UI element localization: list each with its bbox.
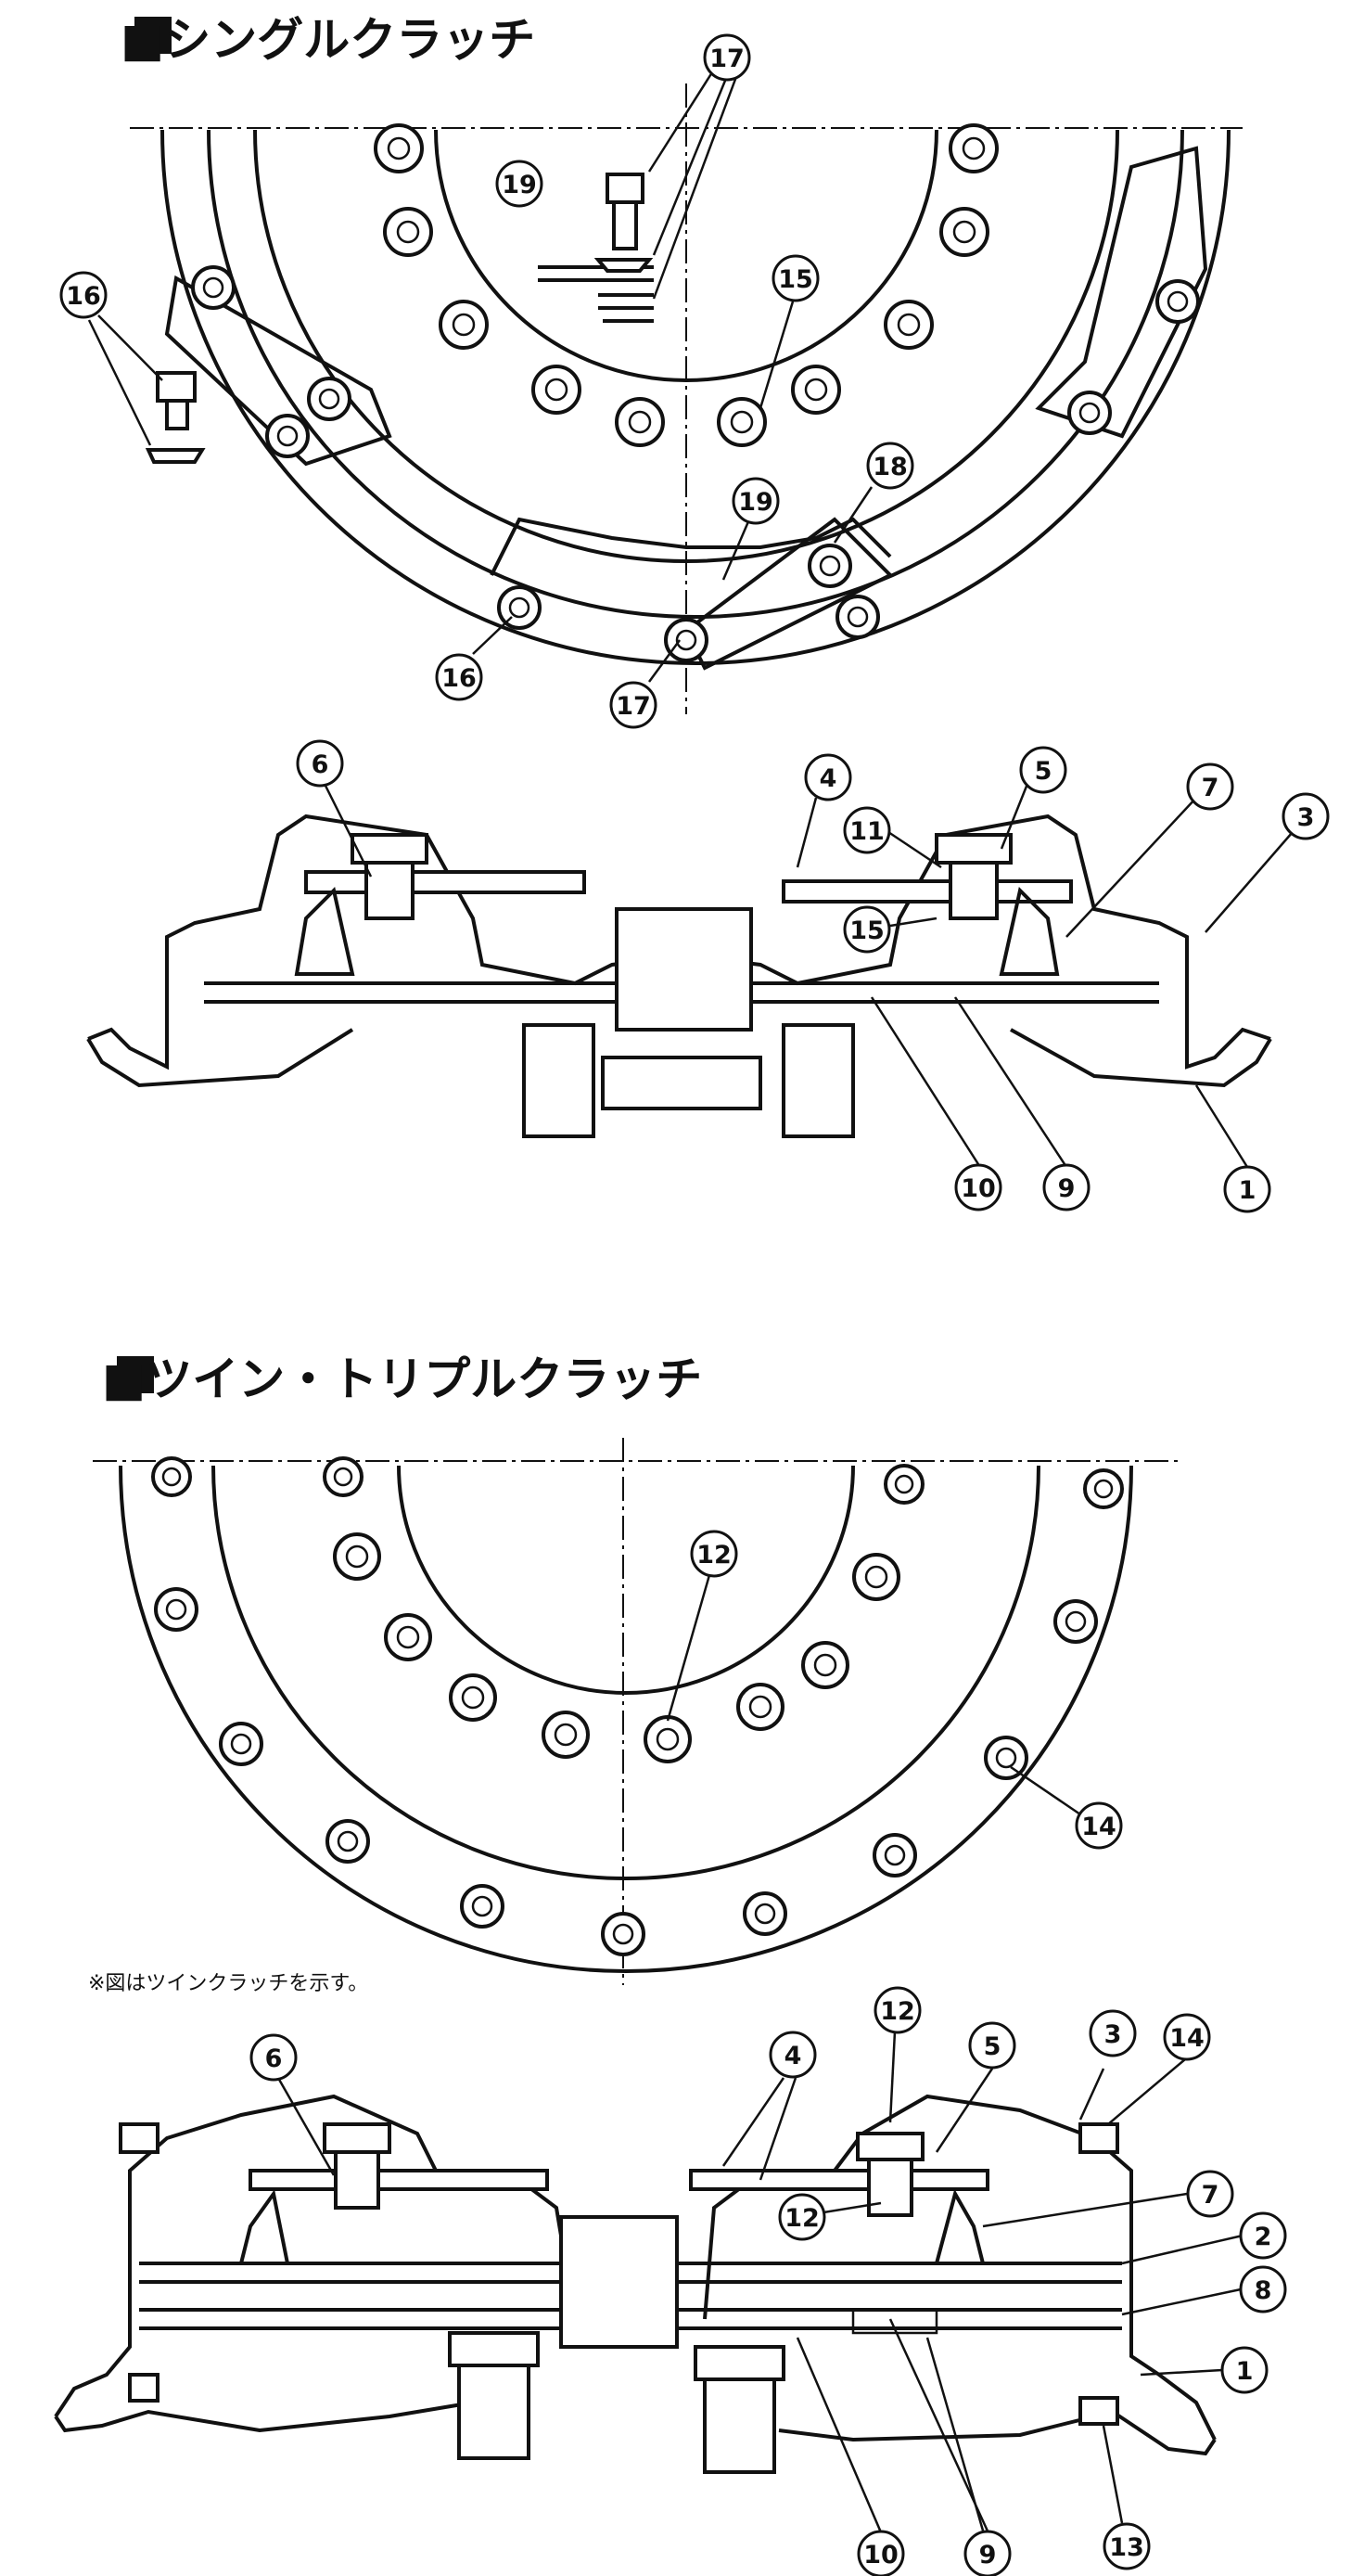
leaders-single-top [87, 71, 874, 683]
svg-text:9: 9 [979, 2541, 997, 2570]
leaders-twin-section [276, 2031, 1244, 2538]
callout-4: 4 [769, 2031, 817, 2079]
callout-14: 14 [1075, 1801, 1123, 1850]
leader-14 [1010, 1765, 1084, 1818]
callout-14: 14 [1163, 2013, 1211, 2061]
twin-clutch-top-view [93, 1438, 1178, 1985]
svg-text:10: 10 [961, 1174, 996, 1203]
svg-text:6: 6 [265, 2044, 283, 2073]
callout-9: 9 [963, 2530, 1012, 2576]
callout-2: 2 [1239, 2211, 1287, 2260]
callout-10: 10 [857, 2530, 905, 2576]
callout-10: 10 [954, 1163, 1002, 1211]
svg-text:4: 4 [820, 764, 837, 793]
callout-17: 17 [609, 681, 657, 729]
svg-text:11: 11 [849, 817, 885, 846]
leaders-single-section [323, 778, 1299, 1168]
svg-text:14: 14 [1081, 1813, 1116, 1841]
svg-text:15: 15 [849, 916, 885, 945]
svg-text:4: 4 [784, 2042, 802, 2070]
callout-4: 4 [804, 753, 852, 801]
callout-16: 16 [435, 653, 483, 701]
svg-text:14: 14 [1169, 2024, 1205, 2053]
svg-text:1: 1 [1239, 1176, 1256, 1205]
callout-1: 1 [1220, 2346, 1269, 2394]
svg-text:17: 17 [616, 692, 651, 721]
svg-text:12: 12 [784, 2204, 820, 2233]
svg-text:9: 9 [1058, 1174, 1076, 1203]
callout-12: 12 [874, 1986, 922, 2034]
svg-text:3: 3 [1297, 803, 1315, 832]
svg-text:3: 3 [1104, 2020, 1122, 2049]
callout-7: 7 [1186, 2170, 1234, 2218]
svg-text:16: 16 [66, 282, 101, 311]
svg-text:15: 15 [778, 265, 813, 294]
callout-1: 1 [1223, 1165, 1271, 1213]
twin-clutch-cross-section [54, 2094, 1217, 2474]
single-clutch-cross-section [86, 814, 1272, 1138]
figure-note: ※図はツインクラッチを示す。 [88, 1972, 368, 1995]
title-twin-triple-clutch: ■ツイン・トリプルクラッチ [102, 1352, 702, 1406]
callout-5: 5 [968, 2021, 1016, 2070]
callout-9: 9 [1042, 1163, 1091, 1211]
svg-text:6: 6 [312, 750, 329, 779]
title-marker-single [134, 17, 172, 54]
svg-text:8: 8 [1255, 2276, 1272, 2305]
svg-text:13: 13 [1109, 2533, 1144, 2562]
svg-text:12: 12 [880, 1997, 915, 2026]
callout-6: 6 [296, 739, 344, 788]
callout-8: 8 [1239, 2265, 1287, 2313]
bolt-holes [191, 123, 1200, 662]
svg-text:19: 19 [502, 171, 537, 199]
callout-15: 15 [843, 905, 891, 954]
svg-text:17: 17 [709, 45, 745, 73]
leader-12 [666, 1574, 711, 1722]
svg-text:18: 18 [873, 453, 908, 481]
callout-17: 17 [703, 33, 751, 82]
svg-text:10: 10 [863, 2541, 899, 2570]
callout-11: 11 [843, 806, 891, 854]
svg-text:19: 19 [738, 488, 773, 517]
callout-16: 16 [59, 271, 108, 319]
title-marker-twin [117, 1356, 154, 1393]
callout-6: 6 [249, 2033, 298, 2082]
callout-13: 13 [1103, 2522, 1151, 2570]
bolt-holes [151, 1456, 1124, 1956]
svg-text:7: 7 [1202, 2181, 1219, 2210]
callout-19: 19 [732, 477, 780, 525]
callout-15: 15 [772, 254, 820, 302]
svg-text:5: 5 [984, 2032, 1001, 2061]
callout-12: 12 [690, 1530, 738, 1578]
svg-text:7: 7 [1202, 774, 1219, 802]
title-single-clutch: ■シングルクラッチ [121, 13, 535, 67]
svg-text:16: 16 [441, 664, 477, 693]
callout-18: 18 [866, 442, 914, 490]
callout-5: 5 [1019, 746, 1067, 794]
single-clutch-top-view [130, 83, 1243, 714]
callout-3: 3 [1282, 792, 1330, 840]
callout-3: 3 [1089, 2009, 1137, 2057]
callout-19: 19 [495, 160, 543, 208]
svg-text:5: 5 [1035, 757, 1052, 786]
callout-12: 12 [778, 2193, 826, 2241]
svg-text:12: 12 [696, 1541, 732, 1570]
callout-7: 7 [1186, 763, 1234, 811]
svg-text:2: 2 [1255, 2223, 1272, 2251]
svg-text:1: 1 [1236, 2357, 1254, 2386]
